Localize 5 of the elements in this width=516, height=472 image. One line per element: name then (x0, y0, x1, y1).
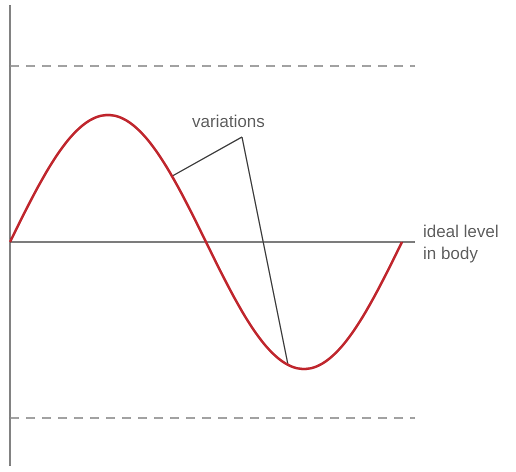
level-label: ideal level in body (423, 221, 500, 265)
sine-wave (10, 113, 402, 372)
leader-line (172, 136, 242, 177)
leader-line (241, 136, 289, 365)
callout-text: variations (192, 112, 265, 132)
